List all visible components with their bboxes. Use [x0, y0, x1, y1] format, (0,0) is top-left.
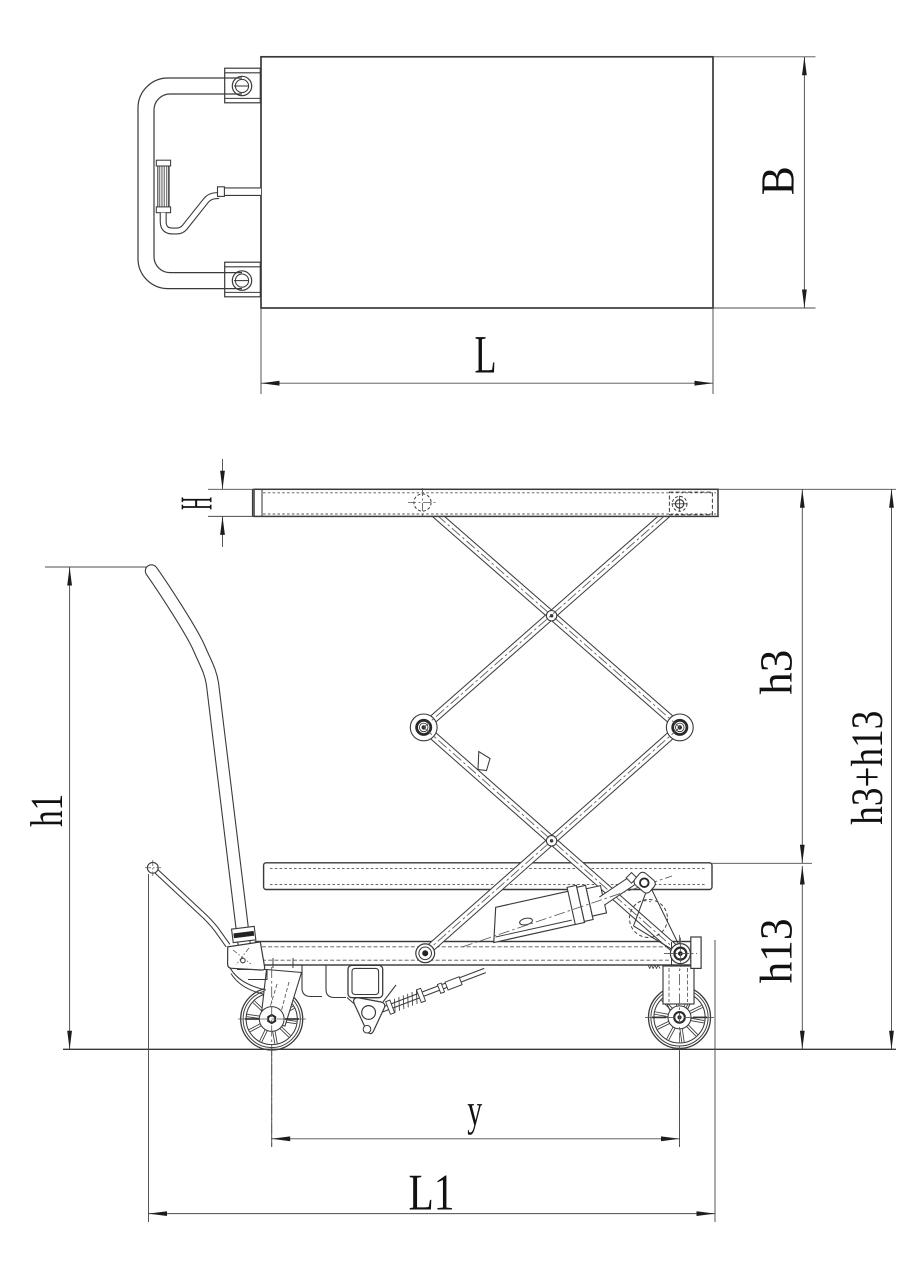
svg-text:L: L — [475, 325, 497, 385]
svg-text:h13: h13 — [751, 918, 802, 983]
svg-text:y: y — [467, 1084, 482, 1135]
svg-text:H: H — [171, 497, 222, 510]
svg-text:h3: h3 — [751, 650, 802, 695]
svg-text:L1: L1 — [409, 1164, 455, 1221]
svg-text:h1: h1 — [21, 794, 72, 827]
svg-text:B: B — [753, 166, 805, 195]
svg-text:h3+h13: h3+h13 — [842, 711, 892, 825]
